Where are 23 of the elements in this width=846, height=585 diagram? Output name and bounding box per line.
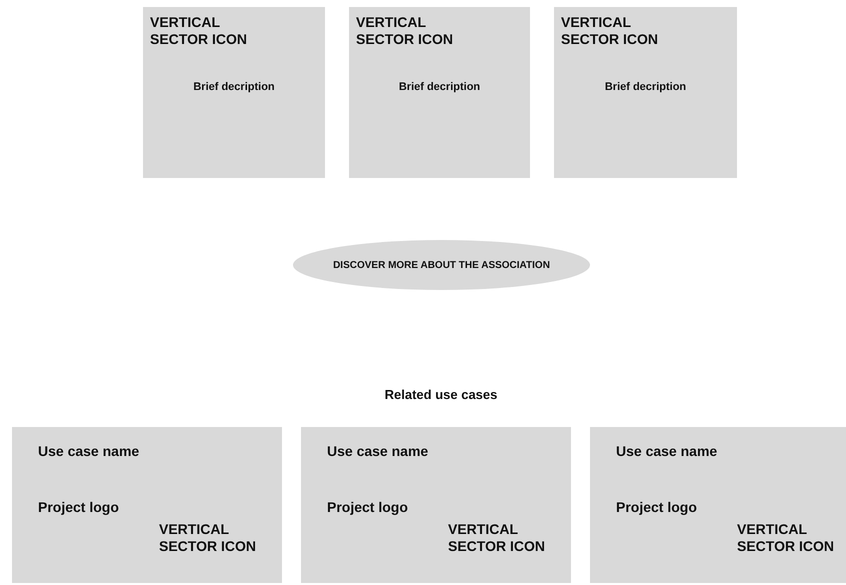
card-heading: VERTICAL SECTOR ICON xyxy=(561,14,659,48)
discover-more-button: DISCOVER MORE ABOUT THE ASSOCIATION xyxy=(293,240,590,290)
use-case-card xyxy=(590,427,846,583)
use-case-name: Use case name xyxy=(327,443,428,460)
section-heading: Related use cases xyxy=(384,387,498,402)
card-description: Brief decription xyxy=(604,81,688,94)
card-heading: VERTICAL SECTOR ICON xyxy=(150,14,248,48)
card-text: Project logo xyxy=(38,499,119,516)
use-case-card xyxy=(12,427,282,583)
card-heading: VERTICAL SECTOR ICON xyxy=(737,521,835,555)
card-heading: VERTICAL SECTOR ICON xyxy=(356,14,454,48)
sector-card xyxy=(349,7,530,178)
card-text: Project logo xyxy=(616,499,697,516)
card-description: Brief decription xyxy=(398,81,482,94)
card-description: Brief decription xyxy=(192,81,276,94)
card-heading: VERTICAL SECTOR ICON xyxy=(448,521,546,555)
sector-card xyxy=(143,7,325,178)
use-case-name: Use case name xyxy=(38,443,140,460)
use-case-name: Use case name xyxy=(616,443,718,460)
sector-card xyxy=(554,7,737,178)
card-heading: VERTICAL SECTOR ICON xyxy=(159,521,257,555)
use-case-card xyxy=(301,427,571,583)
card-text: Project logo xyxy=(327,499,408,516)
